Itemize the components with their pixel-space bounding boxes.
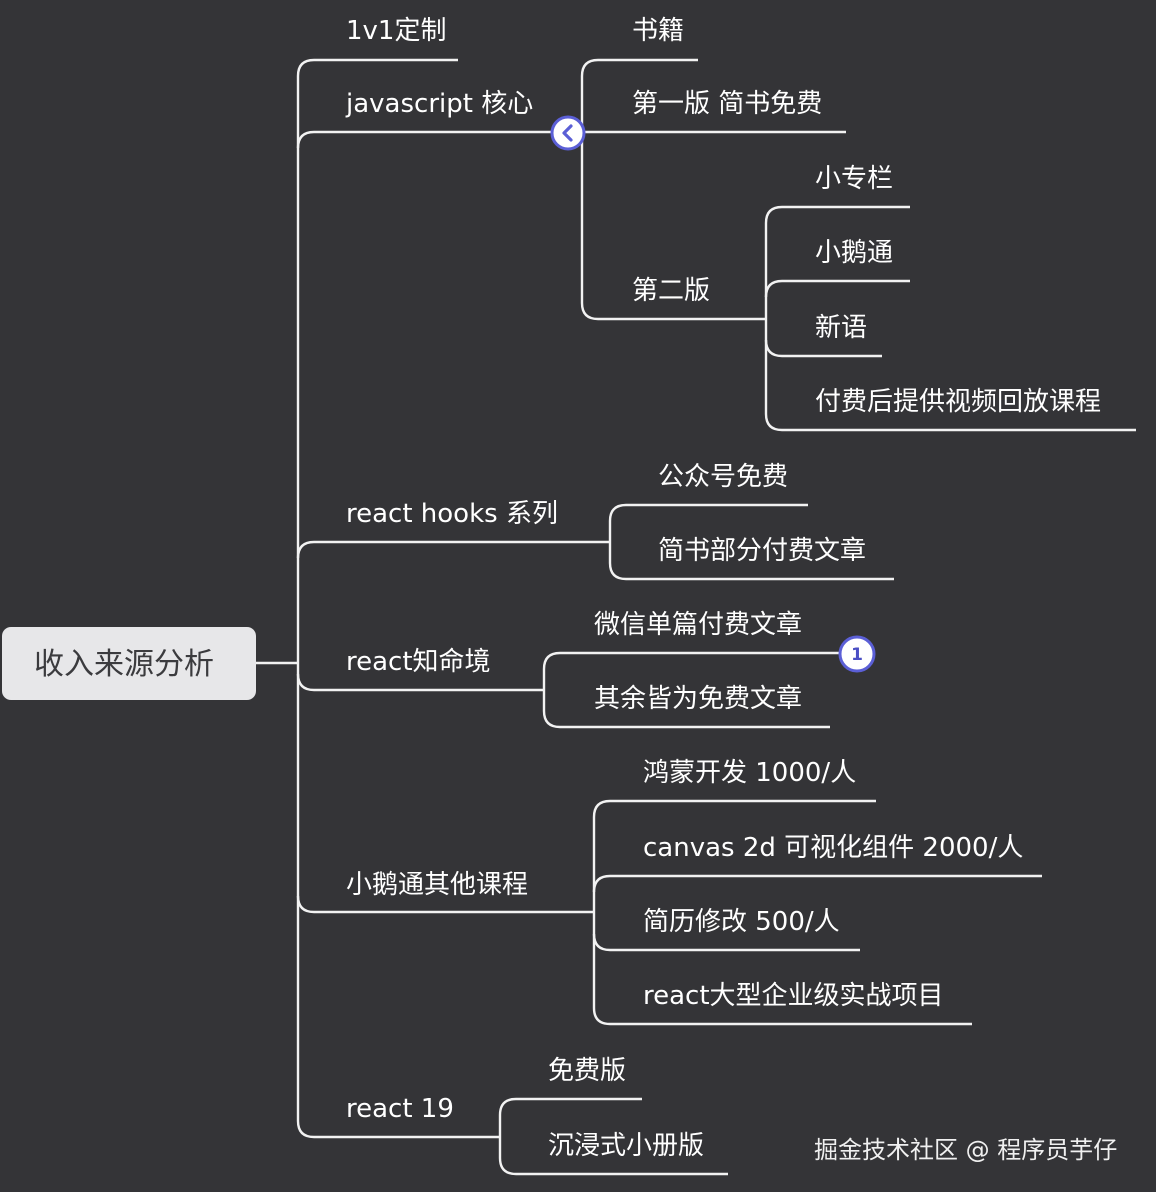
edge-b2-c3 [580,302,766,321]
react19-free-label[interactable]: 免费版 [548,1056,626,1086]
react-zhiming-children: 微信单篇付费文章 其余皆为免费文章 [594,610,802,714]
collapsed-count-label: 1 [851,645,863,665]
zhiming-rest-free-label[interactable]: 其余皆为免费文章 [594,684,802,714]
branch-javascript-label[interactable]: javascript 核心 [345,89,533,119]
edge-b5-underline [296,895,594,914]
edge-b2c3-d3 [764,339,882,358]
edge-b6-c1 [498,1097,642,1116]
edge-b2-underline [296,130,568,149]
edge-b2-c1 [580,58,698,77]
js-edition2-label[interactable]: 第二版 [632,276,710,306]
hooks-jianshu-paid-label[interactable]: 简书部分付费文章 [658,536,866,566]
branch-xiaoetong-label[interactable]: 小鹅通其他课程 [346,870,528,900]
edge-b2c3-d4 [764,413,1136,432]
edge-b5-c4 [592,1007,972,1026]
edge-b6-c2 [498,1157,728,1176]
course-canvas-label[interactable]: canvas 2d 可视化组件 2000/人 [643,833,1023,863]
branch-nodes: 1v1定制 javascript 核心 react hooks 系列 react… [345,16,558,1124]
edge-b1-underline [296,58,458,77]
edge-b3-c1 [608,503,808,522]
hooks-wechat-free-label[interactable]: 公众号免费 [658,462,788,492]
js-books-label[interactable]: 书籍 [632,16,684,46]
edge-b4-c1 [542,651,842,670]
edge-b2c3-d1 [764,205,910,224]
collapsed-count-circle [838,635,876,673]
edge-b5-c2 [592,874,1042,893]
edge-b3-c2 [608,562,894,581]
collapse-toggle-circle [550,115,586,151]
edge-b4-underline [296,673,544,692]
mind-map-edges [256,58,1136,1176]
edition2-video-replay-label[interactable]: 付费后提供视频回放课程 [815,387,1101,417]
course-harmony-label[interactable]: 鸿蒙开发 1000/人 [643,758,856,788]
edition2-xiaoetong-label[interactable]: 小鹅通 [815,238,893,268]
edge-b6-underline [296,1120,500,1139]
branch-react19-label[interactable]: react 19 [346,1094,454,1124]
edge-b5-c1 [592,799,876,818]
react19-children: 免费版 沉浸式小册版 [548,1056,704,1161]
root-node-box [2,627,256,700]
edition2-xiaozhuanlan-label[interactable]: 小专栏 [815,164,893,194]
zhiming-wechat-paid-label[interactable]: 微信单篇付费文章 [594,610,802,640]
edge-b5-c3 [592,933,860,952]
xiaoetong-children: 鸿蒙开发 1000/人 canvas 2d 可视化组件 2000/人 简历修改 … [643,758,1023,1011]
course-resume-label[interactable]: 简历修改 500/人 [643,907,840,937]
branch-react-zhiming-label[interactable]: react知命境 [346,647,491,677]
edge-b4-c2 [542,710,830,729]
course-react-enterprise-label[interactable]: react大型企业级实战项目 [643,981,944,1011]
js-edition1-label[interactable]: 第一版 简书免费 [632,89,822,119]
react19-booklet-label[interactable]: 沉浸式小册版 [548,1131,704,1161]
root-node-label: 收入来源分析 [34,647,214,682]
branch-react-hooks-label[interactable]: react hooks 系列 [346,499,558,529]
watermark: 掘金技术社区 @ 程序员芋仔 [814,1136,1118,1164]
collapse-toggle-button[interactable] [550,115,586,151]
collapsed-count-badge[interactable]: 1 [838,635,876,673]
edge-b2c3-d2 [764,279,910,298]
edition2-xinyu-label[interactable]: 新语 [815,313,867,343]
javascript-children: 书籍 第一版 简书免费 第二版 小专栏 小鹅通 新语 付费后提供视频回放课程 [632,16,1101,417]
branch-1v1-label[interactable]: 1v1定制 [346,16,446,46]
react-hooks-children: 公众号免费 简书部分付费文章 [658,462,866,566]
chevron-left-icon [562,124,573,142]
root-node[interactable]: 收入来源分析 [2,627,256,700]
edge-b3-underline [296,540,610,559]
